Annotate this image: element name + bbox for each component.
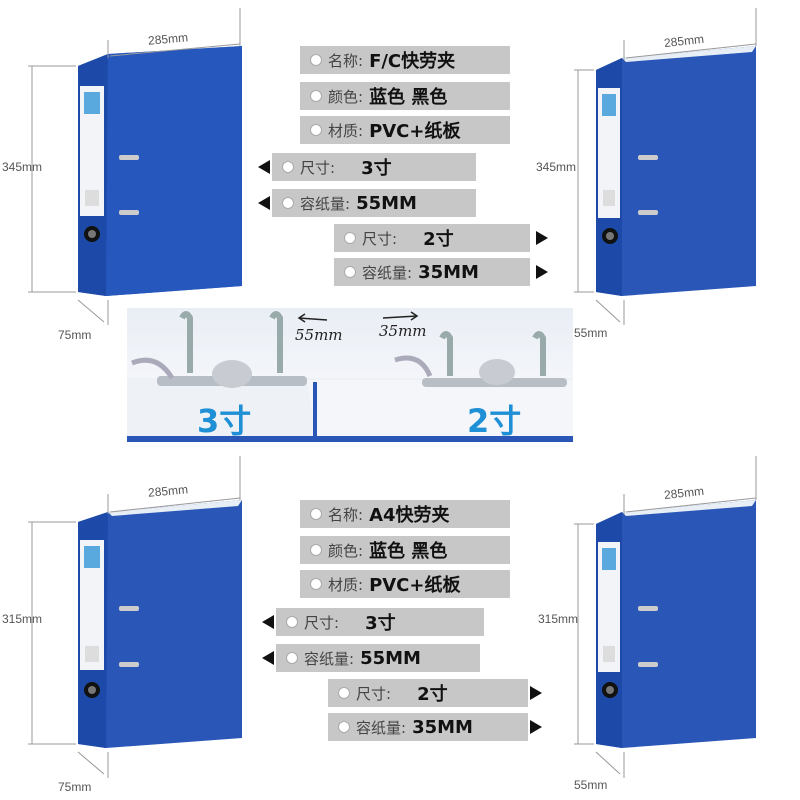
- bullet-icon: [338, 721, 350, 733]
- spec-name-bottom: 名称: A4快劳夹: [300, 500, 510, 528]
- dimension-lines: [28, 8, 757, 778]
- bullet-icon: [310, 90, 322, 102]
- photo-label-2-inch: 2寸: [467, 402, 522, 440]
- dim-height-top-right: 345mm: [536, 160, 577, 174]
- binder-bottom-left: [78, 500, 242, 748]
- spec-key: 尺寸:: [304, 613, 340, 632]
- spec-key: 尺寸:: [356, 684, 392, 703]
- spec-value: 3寸: [361, 158, 392, 179]
- bullet-icon: [310, 54, 322, 66]
- spec-value: PVC+纸板: [369, 121, 461, 142]
- spec-value: F/C快劳夹: [369, 51, 456, 72]
- spec-size-left-top: 尺寸: 3寸: [272, 153, 476, 181]
- spec-key: 名称:: [328, 51, 364, 70]
- arrow-left-icon: [258, 160, 270, 174]
- photo-label-3-inch: 3寸: [197, 402, 252, 440]
- arrow-left-icon: [262, 615, 274, 629]
- ring-mechanism-image: [127, 311, 573, 442]
- bullet-icon: [344, 266, 356, 278]
- bullet-icon: [286, 652, 298, 664]
- spec-material-top: 材质: PVC+纸板: [300, 116, 510, 144]
- spec-size-right-top: 尺寸: 2寸: [334, 224, 530, 252]
- arrow-right-icon: [530, 686, 542, 700]
- hand-note-35mm: 35mm: [379, 322, 427, 340]
- spec-key: 材质:: [328, 121, 364, 140]
- spec-value: 35MM: [418, 261, 479, 283]
- bullet-icon: [338, 687, 350, 699]
- spec-key: 容纸量:: [356, 718, 407, 737]
- spec-value: A4快劳夹: [369, 505, 450, 526]
- spec-value: 35MM: [412, 716, 473, 738]
- ring-mechanism-photo: 55mm 35mm 3寸 2寸: [127, 308, 573, 442]
- spec-key: 材质:: [328, 575, 364, 594]
- dim-depth-top-right: 55mm: [574, 326, 608, 340]
- spec-value: 2寸: [423, 229, 454, 250]
- dim-depth-top-left: 75mm: [58, 328, 92, 342]
- binder-top-right: [596, 46, 756, 296]
- binder-top-left: [78, 46, 242, 296]
- spec-value: 55MM: [360, 647, 421, 669]
- spec-capacity-right-bottom: 容纸量: 35MM: [328, 713, 528, 741]
- spec-key: 颜色:: [328, 541, 364, 560]
- bullet-icon: [282, 161, 294, 173]
- spec-key: 尺寸:: [300, 158, 336, 177]
- bullet-icon: [310, 578, 322, 590]
- dim-depth-bottom-right: 55mm: [574, 778, 608, 792]
- bullet-icon: [310, 544, 322, 556]
- bullet-icon: [310, 124, 322, 136]
- dim-depth-bottom-left: 75mm: [58, 780, 92, 794]
- dim-height-top-left: 345mm: [2, 160, 43, 174]
- bullet-icon: [286, 616, 298, 628]
- arrow-right-icon: [536, 265, 548, 279]
- arrow-right-icon: [536, 231, 548, 245]
- arrow-left-icon: [258, 196, 270, 210]
- arrow-left-icon: [262, 651, 274, 665]
- spec-key: 尺寸:: [362, 229, 398, 248]
- bullet-icon: [282, 197, 294, 209]
- spec-value: 2寸: [417, 684, 448, 705]
- spec-value: 55MM: [356, 192, 417, 214]
- binder-bottom-right: [596, 500, 756, 748]
- spec-value: PVC+纸板: [369, 575, 461, 596]
- spec-key: 颜色:: [328, 87, 364, 106]
- spec-material-bottom: 材质: PVC+纸板: [300, 570, 510, 598]
- spec-key: 容纸量:: [304, 649, 355, 668]
- dim-height-bottom-right: 315mm: [538, 612, 579, 626]
- bullet-icon: [344, 232, 356, 244]
- spec-name-top: 名称: F/C快劳夹: [300, 46, 510, 74]
- spec-color-top: 颜色: 蓝色 黑色: [300, 82, 510, 110]
- spec-capacity-right-top: 容纸量: 35MM: [334, 258, 530, 286]
- spec-value: 蓝色 黑色: [369, 541, 448, 562]
- spec-value: 蓝色 黑色: [369, 87, 448, 108]
- spec-capacity-left-top: 容纸量: 55MM: [272, 189, 476, 217]
- hand-note-55mm: 55mm: [295, 326, 343, 344]
- spec-color-bottom: 颜色: 蓝色 黑色: [300, 536, 510, 564]
- spec-key: 容纸量:: [362, 263, 413, 282]
- spec-capacity-left-bottom: 容纸量: 55MM: [276, 644, 480, 672]
- dim-height-bottom-left: 315mm: [2, 612, 43, 626]
- bullet-icon: [310, 508, 322, 520]
- spec-size-right-bottom: 尺寸: 2寸: [328, 679, 528, 707]
- spec-key: 名称:: [328, 505, 364, 524]
- spec-size-left-bottom: 尺寸: 3寸: [276, 608, 484, 636]
- spec-key: 容纸量:: [300, 194, 351, 213]
- arrow-right-icon: [530, 720, 542, 734]
- spec-value: 3寸: [365, 613, 396, 634]
